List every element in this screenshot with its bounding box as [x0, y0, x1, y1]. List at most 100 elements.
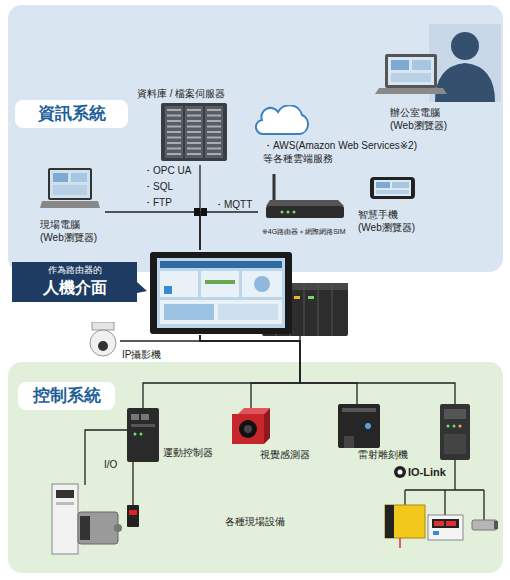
- phone-icon: [370, 177, 415, 199]
- cloud-icon: [250, 105, 312, 137]
- server-icon: [207, 120, 221, 122]
- cloud-label: ・AWS(Amazon Web Services※2) 等各種雲端服務: [263, 139, 435, 165]
- router-node: ※4G路由器＋網際網路SIM: [258, 172, 375, 236]
- server-icon: [167, 109, 181, 111]
- photo-sensor: [129, 510, 137, 515]
- device-label: 運動控制器: [163, 446, 213, 459]
- hmi-node: 作為路由器的人機介面: [12, 250, 292, 335]
- cloud-icon: [256, 105, 308, 134]
- motion-icon: [140, 433, 143, 436]
- io-link-wire: [454, 460, 455, 490]
- office-pc-node: 辦公室電腦 (Web瀏覽器): [375, 22, 503, 134]
- camera-icon: [92, 322, 114, 330]
- band-heading: 控制系統: [18, 382, 115, 410]
- vision-icon: [239, 420, 257, 438]
- laser-icon: [338, 404, 380, 448]
- laser-sensor: [399, 538, 401, 548]
- cloud-icon: [250, 105, 312, 137]
- server-icon: [205, 106, 223, 158]
- hmi-icon: [164, 304, 214, 320]
- office-icon: [375, 22, 503, 104]
- office-icon: [391, 73, 431, 82]
- server-icon: [187, 153, 201, 155]
- info-system-band: 資訊系統資料庫 / 檔案伺服器・AWS(Amazon Web Services※…: [8, 5, 503, 272]
- field-pc-node: 現場電腦 (Web瀏覽器): [35, 168, 105, 246]
- server-icon: [160, 102, 230, 164]
- motion-icon: [127, 408, 159, 462]
- server-icon: [207, 109, 221, 111]
- phone-icon: [374, 180, 411, 196]
- office-icon: [435, 63, 495, 102]
- plc-unit: [304, 283, 305, 336]
- ip-camera-node: IP攝影機: [86, 322, 120, 360]
- io-wire: [132, 462, 133, 505]
- master-icon: [444, 409, 466, 419]
- connector-label: ・MQTT: [214, 198, 252, 211]
- servo-drive: [52, 484, 78, 554]
- network-cable: [200, 335, 357, 404]
- office-icon: [375, 22, 503, 104]
- server-icon: [167, 153, 181, 155]
- servo-drive: [114, 524, 122, 532]
- vision-icon: [264, 408, 270, 444]
- callout-title: 人機介面: [12, 278, 137, 298]
- plc-unit: [294, 296, 300, 299]
- master-icon: [447, 425, 450, 428]
- hmi-icon: [242, 271, 282, 297]
- device-label: 資料庫 / 檔案伺服器: [137, 87, 225, 100]
- plc-unit: [299, 336, 300, 341]
- motion-icon: [131, 414, 139, 420]
- server-icon: [167, 126, 181, 128]
- callout-subtitle: 作為路由器的: [12, 265, 137, 276]
- phone-icon: [392, 182, 409, 188]
- router-icon: [262, 172, 347, 222]
- server-icon: [185, 106, 203, 158]
- device-label: 現場電腦 (Web瀏覽器): [40, 218, 110, 244]
- laser-icon: [365, 423, 371, 429]
- phone-icon: [376, 182, 390, 188]
- io-link-master-node: IO-Link: [440, 404, 470, 460]
- server-icon: [187, 142, 201, 144]
- server-icon: [167, 131, 181, 133]
- server-icon: [207, 137, 221, 139]
- plc-unit: [308, 296, 314, 299]
- laser-sensor: [385, 505, 425, 538]
- office-icon: [451, 32, 479, 60]
- master-icon: [453, 425, 456, 428]
- display-sensor: [428, 515, 463, 540]
- laser-icon: [338, 404, 380, 448]
- display-sensor: [446, 521, 456, 526]
- smartphone-node: 智慧手機 (Web瀏覽器): [355, 175, 420, 240]
- router-icon: [281, 211, 284, 214]
- hmi-icon: [160, 271, 198, 297]
- camera-icon: [98, 341, 108, 351]
- servo-drive: [56, 502, 74, 505]
- phone-icon: [376, 190, 409, 194]
- master-icon: [440, 404, 470, 460]
- server-icon: [167, 120, 181, 122]
- office-icon: [385, 54, 437, 88]
- office-icon: [391, 60, 409, 70]
- server-icon: [207, 126, 221, 128]
- plc-unit: [332, 283, 333, 336]
- motion-icon: [127, 408, 159, 462]
- laptop-icon: [50, 170, 90, 198]
- server-icon: [187, 137, 201, 139]
- server-icon: [167, 142, 181, 144]
- server-icon: [207, 148, 221, 150]
- hmi-icon: [12, 262, 147, 302]
- server-icon: [167, 137, 181, 139]
- camera-icon: [86, 322, 120, 360]
- annotation-label: ・SQL: [143, 180, 173, 193]
- laptop-icon: [40, 168, 100, 210]
- router-icon: [266, 206, 344, 218]
- server-icon: [161, 103, 227, 161]
- vision-icon: [232, 414, 264, 444]
- camera-icon: [90, 330, 116, 356]
- io-link-symbol: [398, 470, 403, 475]
- device-label: IP攝影機: [122, 348, 161, 361]
- laptop-icon: [71, 173, 87, 182]
- servo-drive: [80, 516, 90, 540]
- device-label: 雷射雕刻機: [358, 448, 408, 461]
- hmi-icon: [205, 280, 235, 284]
